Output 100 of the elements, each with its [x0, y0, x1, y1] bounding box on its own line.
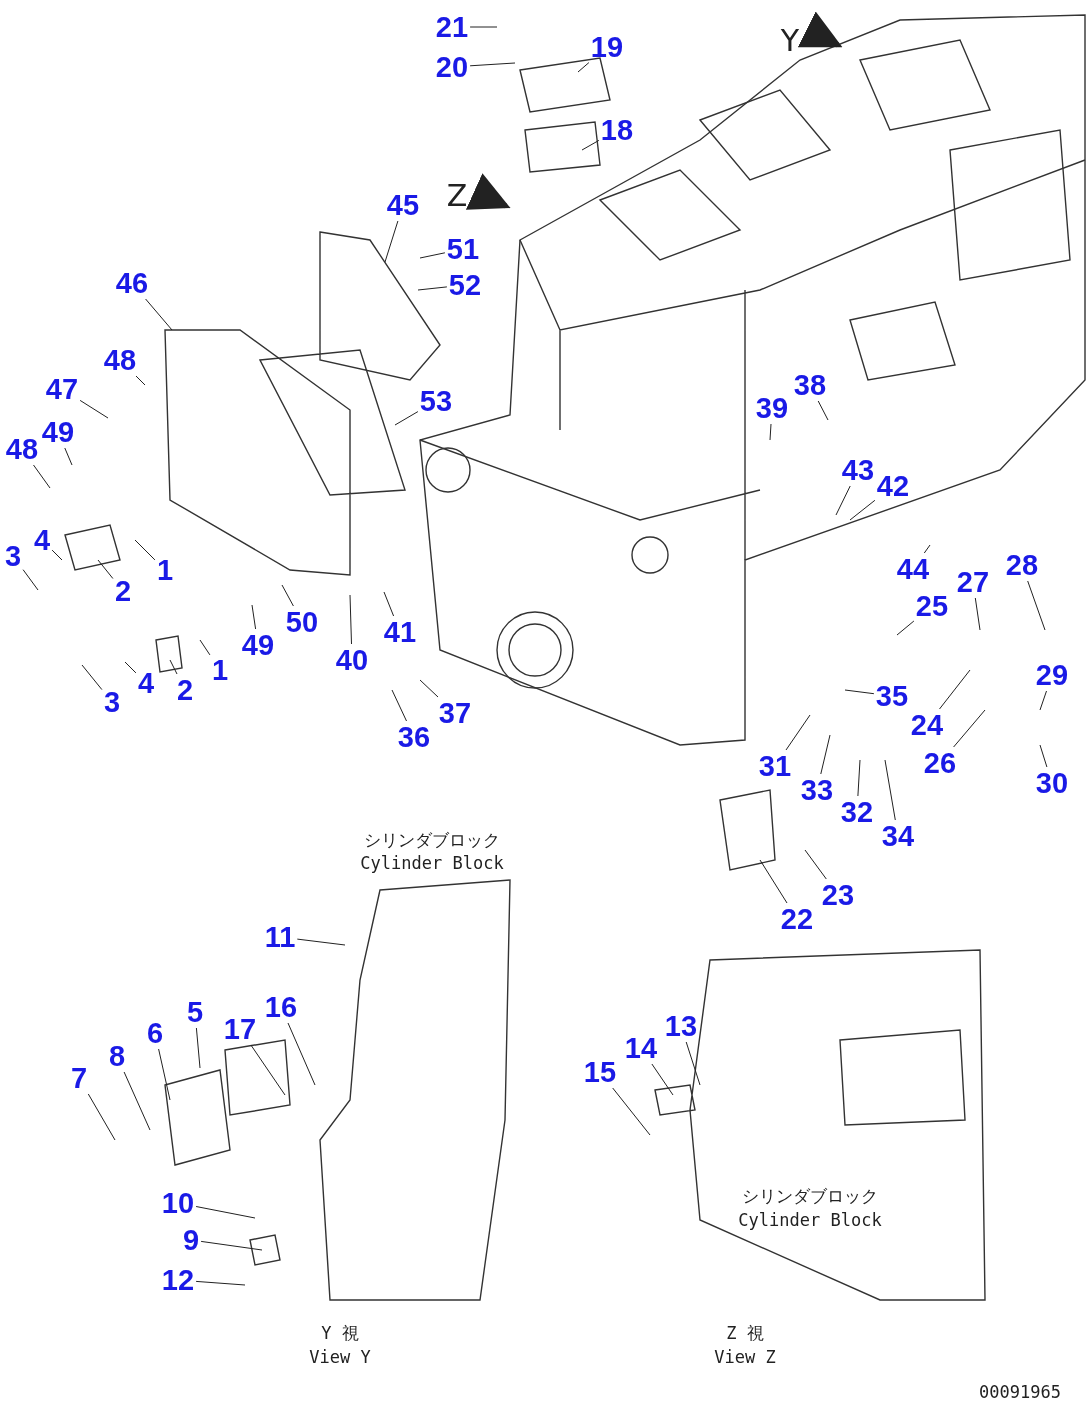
callout-number: 27	[956, 567, 990, 597]
leader-line	[1039, 690, 1047, 711]
callout-number: 11	[264, 922, 296, 952]
leader-line	[97, 559, 114, 579]
leader-line	[469, 26, 498, 28]
leader-line	[820, 734, 831, 775]
view-caption: View Y	[309, 1347, 371, 1367]
callout-number: 22	[780, 904, 814, 934]
callout-number: 26	[923, 748, 957, 778]
callout-number: 40	[335, 645, 369, 675]
callout-number: 5	[186, 997, 204, 1027]
callout-number: 1	[211, 655, 229, 685]
callout-number: 10	[161, 1188, 195, 1218]
leader-line	[612, 1087, 651, 1136]
leader-line	[419, 252, 446, 259]
callout-number: 24	[910, 710, 944, 740]
callout-number: 48	[5, 434, 39, 464]
callout-number: 53	[419, 386, 453, 416]
leader-line	[394, 411, 419, 426]
leader-line	[135, 375, 146, 386]
callout-number: 7	[70, 1063, 88, 1093]
callout-number: 46	[115, 268, 149, 298]
callout-number: 6	[146, 1018, 164, 1048]
leader-line	[884, 759, 896, 821]
leader-line	[953, 709, 986, 748]
callout-number: 30	[1035, 768, 1069, 798]
part-caption: シリンダブロック	[364, 828, 500, 852]
leader-line	[804, 849, 827, 880]
leader-line	[939, 669, 971, 710]
callout-number: 35	[875, 681, 909, 711]
leader-line	[195, 1206, 256, 1219]
callout-number: 43	[841, 455, 875, 485]
view-caption: Z 視	[726, 1321, 764, 1345]
leader-line	[250, 1044, 286, 1096]
leader-line	[896, 620, 915, 636]
leader-line	[81, 664, 103, 691]
callout-number: 23	[821, 880, 855, 910]
leader-line	[849, 499, 876, 521]
leader-line	[785, 714, 811, 751]
callout-number: 13	[664, 1011, 698, 1041]
leader-line	[581, 139, 600, 151]
callout-number: 47	[45, 374, 79, 404]
direction-letter: Y	[780, 22, 800, 58]
callout-number: 4	[137, 668, 155, 698]
leader-line	[158, 1048, 171, 1101]
leader-line	[769, 423, 772, 441]
view-caption: View Z	[714, 1347, 776, 1367]
callout-number: 3	[103, 687, 121, 717]
leader-line	[22, 569, 39, 591]
callout-number: 52	[448, 270, 482, 300]
leader-line	[349, 594, 352, 645]
callout-number: 21	[435, 12, 469, 42]
callout-number: 42	[876, 471, 910, 501]
leader-line	[835, 485, 851, 516]
leader-line	[124, 661, 137, 674]
leader-line	[287, 1022, 316, 1086]
callout-number: 33	[800, 775, 834, 805]
leader-line	[383, 591, 395, 617]
leader-line	[195, 1280, 246, 1286]
leader-line	[577, 62, 590, 73]
leader-line	[296, 938, 346, 946]
callout-number: 49	[41, 417, 75, 447]
callout-number: 34	[881, 821, 915, 851]
leader-line	[759, 859, 788, 904]
callout-number: 49	[241, 630, 275, 660]
leader-line	[251, 604, 257, 630]
callout-number: 39	[755, 393, 789, 423]
direction-letter: Z	[446, 177, 468, 213]
leader-line	[281, 584, 294, 607]
callout-number: 19	[590, 32, 624, 62]
callout-number: 41	[383, 617, 417, 647]
leader-line	[51, 549, 63, 561]
leader-line	[974, 597, 981, 631]
part-caption: Cylinder Block	[360, 853, 504, 873]
callout-number: 4	[33, 525, 51, 555]
callout-number: 16	[264, 992, 298, 1022]
leader-line	[923, 544, 931, 554]
callout-number: 45	[386, 190, 420, 220]
callout-number: 29	[1035, 660, 1069, 690]
leader-line	[199, 639, 211, 656]
callout-number: 9	[182, 1225, 200, 1255]
leader-line	[469, 62, 516, 67]
part-caption: シリンダブロック	[742, 1184, 878, 1208]
callout-number: 17	[223, 1014, 257, 1044]
callout-number: 2	[114, 576, 132, 606]
leader-line	[857, 759, 861, 797]
leader-line	[87, 1093, 116, 1141]
callout-number: 51	[446, 234, 480, 264]
leader-line	[1039, 744, 1048, 768]
callout-number: 37	[438, 698, 472, 728]
callout-number: 20	[435, 52, 469, 82]
leader-line	[79, 399, 109, 419]
callout-number: 50	[285, 607, 319, 637]
callout-number: 38	[793, 370, 827, 400]
drawing-number: 00091965	[979, 1382, 1061, 1402]
leader-line	[169, 659, 178, 675]
leader-line	[134, 539, 156, 561]
callout-number: 12	[161, 1265, 195, 1295]
part-caption: Cylinder Block	[738, 1210, 882, 1230]
leader-line	[419, 679, 439, 698]
